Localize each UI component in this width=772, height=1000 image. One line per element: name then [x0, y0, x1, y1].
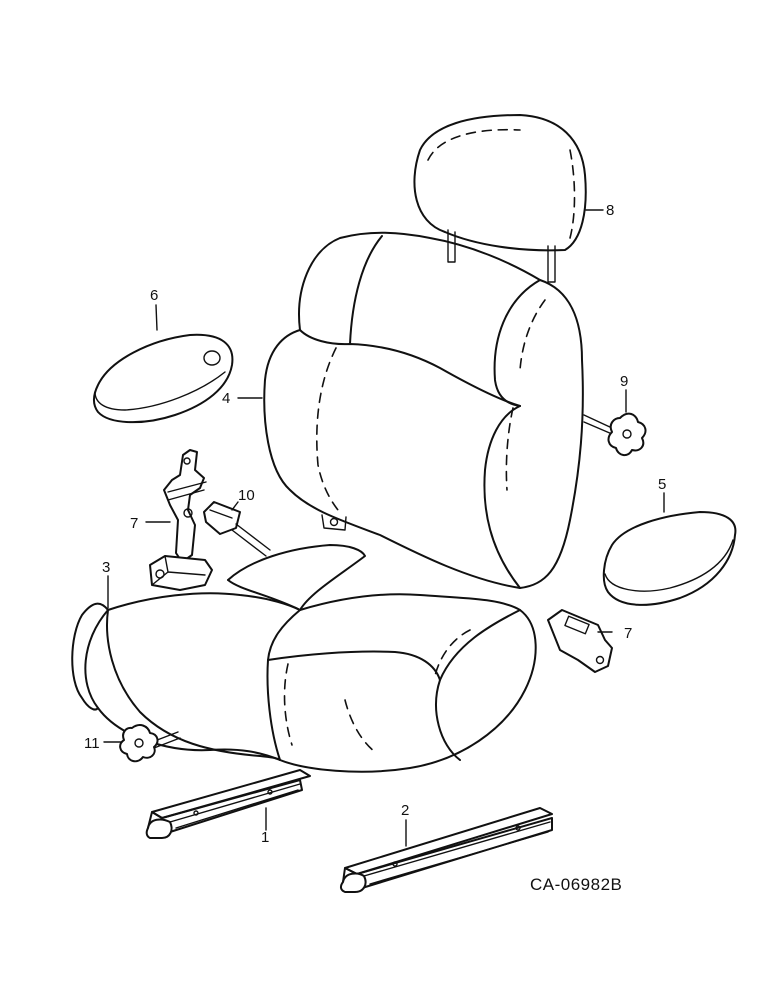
- callout-5: 5: [658, 476, 666, 493]
- callout-8: 8: [606, 202, 614, 219]
- callout-2: 2: [401, 802, 409, 819]
- seat-cushion: [71, 544, 537, 773]
- recline-knob-right: [583, 412, 647, 456]
- callout-1: 1: [261, 829, 269, 846]
- callout-labels: 8 6 4 9 10 7 5 3 7 11 1 2: [84, 202, 666, 846]
- recline-knob-left: [119, 724, 181, 763]
- seat-slide-rail-2: [339, 807, 553, 893]
- armrest-left: [92, 333, 234, 424]
- seat-belt-anchor-left: [149, 449, 213, 591]
- seat-backrest: [263, 231, 584, 589]
- callout-3: 3: [102, 559, 110, 576]
- seat-slide-rail-1: [145, 769, 311, 839]
- callout-6: 6: [150, 287, 158, 304]
- callout-11: 11: [84, 735, 100, 752]
- callout-9: 9: [620, 373, 628, 390]
- callout-7-right: 7: [624, 625, 632, 642]
- seat-belt-buckle-right: [547, 609, 613, 673]
- drawing-code: CA-06982B: [530, 875, 622, 894]
- leader-lines: [103, 209, 665, 847]
- callout-7-left: 7: [130, 515, 138, 532]
- callout-4: 4: [222, 390, 230, 407]
- seat-belt-buckle: [203, 501, 271, 557]
- headrest: [413, 114, 587, 283]
- callout-10: 10: [238, 487, 255, 504]
- armrest-right: [602, 511, 737, 606]
